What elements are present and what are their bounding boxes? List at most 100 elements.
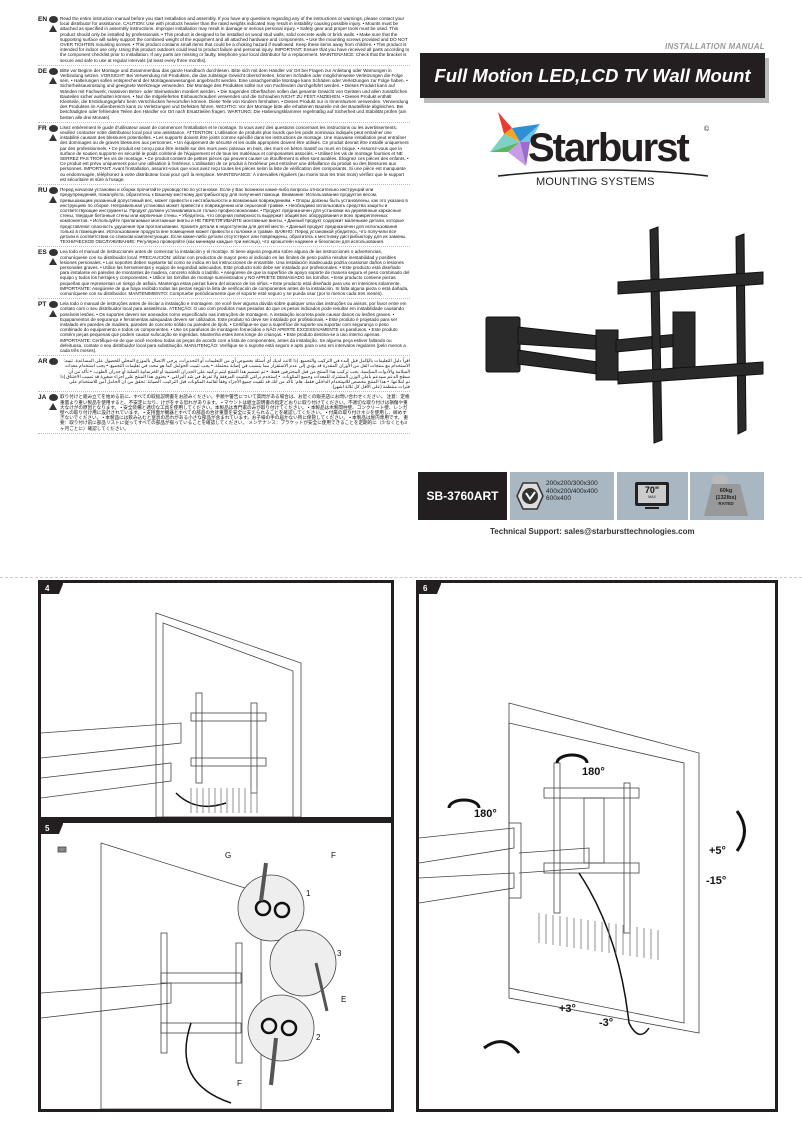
caution-item: • Use the mounting screws provided and D… [60, 36, 408, 48]
caution-item: • This product contains small items that… [132, 42, 373, 48]
caution-item: • يحتوي هذا المنتج على أجزاء صغيرة قد تس… [60, 373, 410, 384]
caution-item: • This product is designed to be install… [161, 31, 356, 37]
caution-item: • Die tragenden Oberflächen sollen das g… [60, 88, 408, 99]
callout-1: 1 [306, 889, 311, 898]
caution-item: • 本製品は木製間柱壁、コンクリート壁、レンガ壁への取り付け用に設計されています… [60, 404, 408, 416]
weight-capacity-box: 60kg (132lbs) RATED [690, 472, 764, 520]
caution-item: • Ce produit est prévu uniquement pour u… [60, 156, 409, 172]
intro-text: Bitte vor Beginn der Montage und Zusamme… [60, 67, 392, 79]
caution-item: • マウントは組立説明書の指定どおりに取り付けてください。不適切な取り付けは損傷… [60, 399, 408, 410]
caution-item: • Убедитесь, что опорная поверхность выд… [60, 213, 388, 224]
brand-swoosh [498, 169, 708, 177]
intro-text: Lisez entièrement le guide d'utilisateur… [60, 124, 398, 136]
caution-item: • Este producto contiene piezas pequeñas… [60, 275, 396, 286]
screen-size-value: 70" [644, 485, 660, 495]
tilt-up-angle-label: +5° [709, 845, 726, 857]
vesa-pattern: 400x200/400x400 [546, 487, 598, 495]
language-code: AR [38, 358, 48, 366]
caution-text: ATENÇÃO: O uso com produtos mais pesados… [60, 306, 404, 317]
important-text: IMPORTANT: Ensure that you have received… [60, 47, 410, 58]
instruction-section-es: ES Lea todo el manual de instrucciones an… [38, 249, 410, 300]
warning-icon [49, 196, 57, 204]
read-manual-icon [49, 301, 58, 309]
language-code: EN [38, 16, 48, 23]
caution-item: • Nur die mitgelieferten Einbauschrauben… [132, 93, 342, 99]
caution-item: • هذا المنتج مخصص للاستخدام الداخلي فقط. [303, 379, 389, 384]
maintenance-text: メンテナンス：ブラケットが安全に使用できることを定期的に（少なくとも3ヶ月ごとに… [60, 420, 407, 431]
caution-item: • Equipamentos de segurança e ferramenta… [60, 311, 395, 322]
intro-text: اقرأ دليل التعليمات بالكامل قبل البدء في… [74, 358, 410, 364]
caution-item: • 安全装備と適切な工具を使用してください。本製品は専門家のみが取り付けてくださ… [120, 404, 307, 410]
intro-text: 取り付けと組み立てを始める前に、すべての取扱説明書をお読みください。手順や警告に… [60, 394, 386, 400]
important-text: IMPORTANT: Avant l'installation, assurez… [60, 166, 406, 177]
maintenance-text: WARTUNG: Die Halterungsklammer regelmäßi… [60, 109, 407, 120]
caution-item: • Mounts must be attached as specified i… [60, 21, 399, 32]
weight-kg: 60kg [719, 488, 733, 494]
warning-icon [49, 310, 57, 318]
weight-icon [712, 474, 728, 486]
step-6-panel: 6 180° 180° +5° -15° +3° -3° [416, 580, 778, 1112]
caution-item: • Use os parafusos de montagem fornecido… [170, 327, 368, 333]
brand-subtitle: MOUNTING SYSTEMS [536, 176, 655, 188]
caution-item: • 本製品には飲み込むと窒息の恐れがある小さな部品が含まれています。お子様の手の… [102, 415, 349, 421]
caution-item: • Dieses Produkt enthält Kleinteile, die… [60, 93, 392, 105]
level-minus-angle-label: -3° [599, 1017, 614, 1029]
brand-mark: © [704, 126, 710, 133]
important-text: هام: تأكد من أنك قد تلقيت جميع الأجزاء و… [162, 379, 303, 384]
caution-item: • Ce produit est conçu pour être install… [108, 145, 357, 151]
intro-text: Leia todo o manual de instruções antes d… [60, 301, 407, 312]
language-code: ES [38, 249, 47, 257]
model-number-badge: SB-3760ART [418, 472, 507, 520]
instruction-section-ar: AR اقرأ دليل التعليمات بالكامل قبل البدء … [38, 358, 410, 393]
starburst-logo: Starburst © MOUNTING SYSTEMS [490, 112, 720, 197]
instruction-section-ru: RU Перед началом установки и сборки прочи… [38, 187, 410, 248]
caution-item: • Assurez-vous que la surface de soutien… [60, 145, 402, 156]
caution-text: CAUTION: Use with products heavier than … [123, 21, 362, 27]
caution-item: • Safety gear and proper tools must be u… [60, 26, 398, 37]
technical-support-contact: Technical Support: sales@starbursttechno… [490, 527, 695, 536]
language-code: JA [38, 394, 47, 402]
caution-text: ATTENTION: L'utilisation de produits plu… [60, 130, 392, 141]
warning-icon [49, 76, 57, 84]
caution-item: • Certifique-se que a superfície de supo… [60, 321, 389, 333]
caution-item: • تأكد من أن سطح الدعم سيدعم بأمان الوزن… [68, 368, 410, 379]
important-text: IMPORTANTE: Asegúrese de que haya recibi… [60, 285, 409, 296]
caution-item: • يجب استخدام معدات السلامة والأدوات الم… [64, 363, 410, 374]
step-number: 6 [419, 583, 442, 594]
arm-rotation-angle-label: 180° [474, 808, 497, 820]
starburst-star-icon [490, 112, 540, 166]
callout-f: F [237, 1079, 242, 1088]
caution-item: • Utilisez les vis de montage fournies e… [60, 150, 403, 162]
screen-size-note: MAX [648, 495, 656, 499]
intro-text: Перед началом установки и сборки прочита… [60, 187, 374, 198]
intro-text: Lea todo el manual de instrucciones ante… [60, 249, 383, 260]
wall-mount-product-image [485, 226, 764, 444]
caution-item: • Este producto está diseñado para insta… [60, 264, 401, 276]
step-6-illustration [419, 702, 746, 1054]
maintenance-text: MANTENIMIENTO: Compruebe periódicamente … [128, 290, 383, 296]
caution-item: • 付属の取り付けネジを使用し、締めすぎないでください。 [60, 410, 407, 421]
instruction-section-ja: JA 取り付けと組み立てを始める前に、すべての取扱説明書をお読みください。手順や警… [38, 394, 410, 434]
language-code: RU [38, 187, 48, 195]
read-manual-icon [49, 16, 58, 23]
vesa-spec-box: 200x200/300x300 400x200/400x400 600x400 [510, 472, 614, 520]
tilt-down-angle-label: -15° [706, 875, 727, 887]
read-manual-icon [49, 394, 58, 402]
vesa-hex-icon [516, 482, 544, 510]
caution-item: • Utilice las herramientas y equipo de s… [100, 264, 339, 270]
caution-item: • Dieses Produkt kann auf Wänden mit Fac… [60, 83, 395, 94]
step-5-panel: 5 G F 1 3 E 2 F [38, 820, 394, 1112]
caution-item: • Halterungen sollen entsprechend der Mo… [71, 78, 405, 84]
caution-item: • يجب تثبيت الحوامل كما هو محدد في تعليم… [109, 363, 213, 369]
caution-text: PRECAUCIÓN: utilizar con productos de ma… [60, 254, 397, 265]
caution-item: • Ce produit contient de petites pièces … [144, 156, 406, 162]
caution-item: • Este produto destina-se a uso interno … [283, 332, 381, 338]
caution-item: • Este produto contém peças pequenas que… [60, 327, 398, 338]
swivel-angle-label: 180° [582, 766, 605, 778]
callout-g: G [225, 851, 232, 860]
step-4-illustration [41, 612, 302, 817]
caution-item: • Este produto é projetado para ser inst… [60, 316, 398, 327]
